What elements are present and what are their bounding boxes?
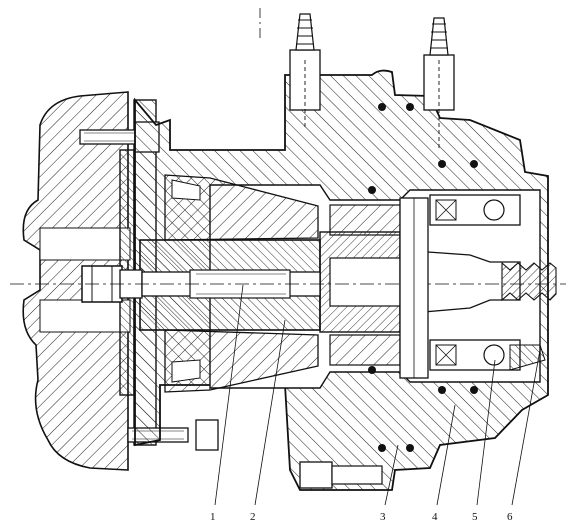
callout-label-1: 1 — [210, 511, 216, 523]
bearing-assembly — [429, 194, 546, 371]
machine-body-left — [22, 91, 131, 471]
center-axis-line — [10, 8, 566, 285]
hose-fitting-left — [289, 13, 321, 130]
taper-sleeve — [164, 174, 319, 393]
callout-label-4: 4 — [432, 511, 438, 523]
callout-label-5: 5 — [472, 511, 478, 523]
piston-sleeve — [329, 197, 429, 379]
o-ring-seals — [368, 103, 478, 452]
callout-leaders — [214, 284, 541, 506]
bottom-housing-bolt — [299, 461, 383, 489]
hose-fitting-right — [423, 17, 455, 150]
callout-label-2: 2 — [250, 511, 256, 523]
callout-label-3: 3 — [380, 511, 386, 523]
callout-label-6: 6 — [507, 511, 513, 523]
